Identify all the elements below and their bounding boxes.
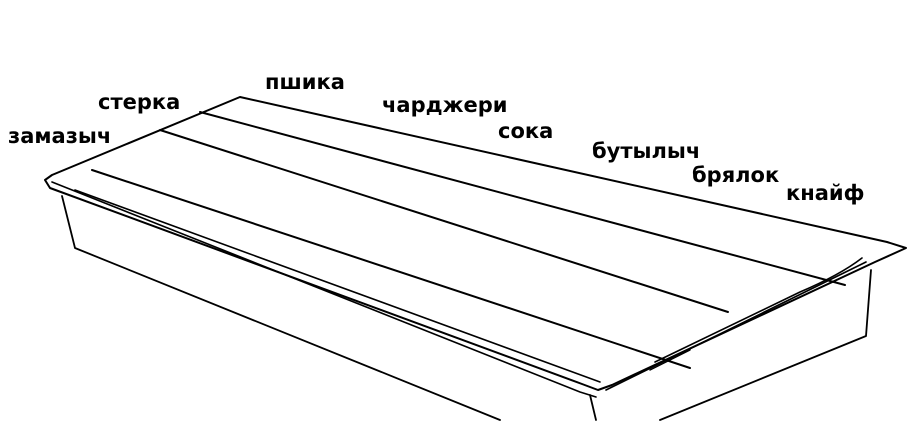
label-sterka: стерка [98,90,181,114]
label-knaif: кнайф [786,181,865,205]
groove-line-1 [199,111,846,286]
tray-corner-wall [589,394,597,421]
groove-line-2 [159,129,729,313]
groove-line-4 [74,189,601,383]
label-chardzheri: чарджери [382,93,508,117]
label-bryalok: брялок [692,163,780,187]
label-zamazych: замазыч [8,124,112,148]
groove-line-3 [91,169,691,369]
tray-left-wall [61,195,501,421]
tray-right-wall [659,269,872,421]
tray-right-inner-line [649,349,691,371]
label-soka: сока [498,119,554,143]
label-butylych: бутылыч [592,139,701,163]
tray-right-inner-curve [654,257,863,363]
label-pshika: пшика [265,70,345,94]
tray-top-outline [44,96,907,391]
tray-right-edge [605,261,867,391]
tray-front-edge [51,181,597,398]
